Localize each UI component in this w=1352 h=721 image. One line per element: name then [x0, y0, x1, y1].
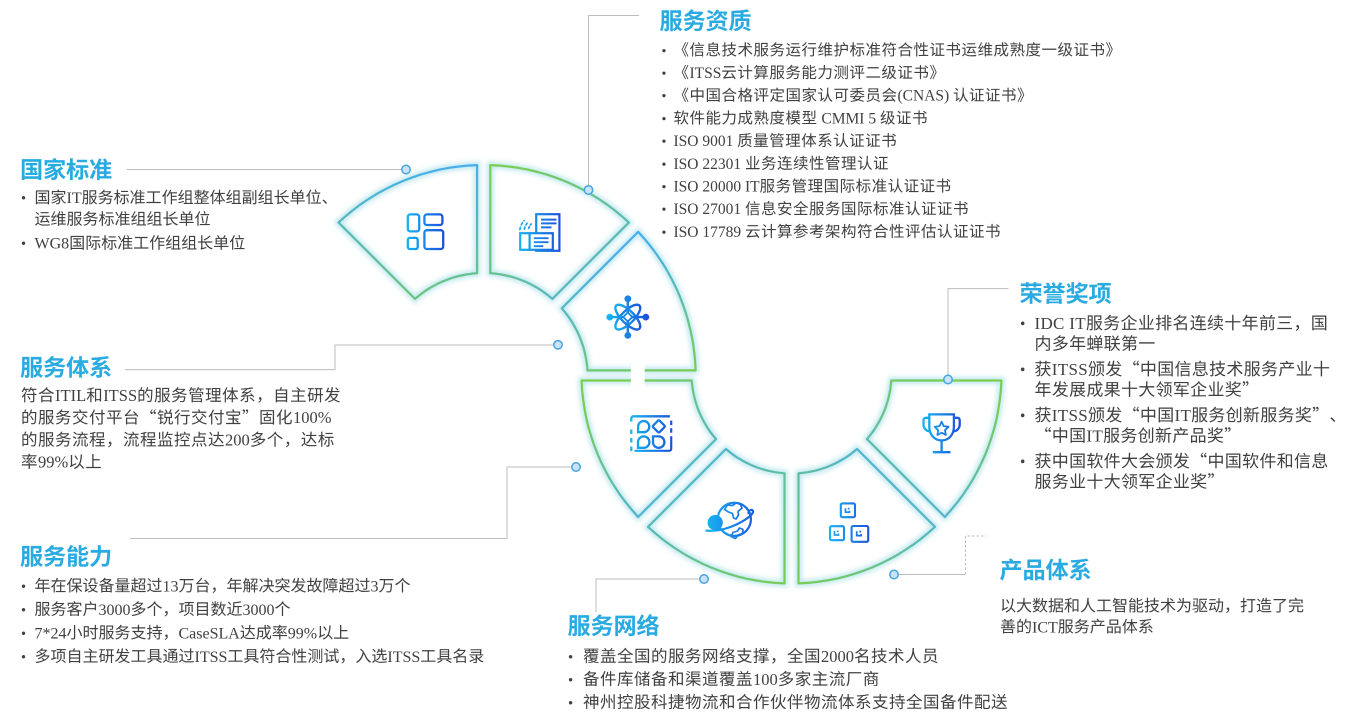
svg-text:IDC IT: IDC IT [1035, 314, 1087, 333]
svg-text:•: • [1020, 316, 1025, 333]
svg-text:7*24: 7*24 [35, 625, 67, 642]
svg-text:•: • [662, 67, 667, 82]
svg-text:99%: 99% [38, 453, 69, 472]
svg-text:ISO 22301: ISO 22301 [674, 156, 745, 173]
svg-text:WG8: WG8 [35, 236, 70, 253]
svg-text:ITSS: ITSS [1052, 406, 1088, 425]
svg-text:•: • [662, 90, 667, 105]
svg-text:100: 100 [753, 670, 778, 689]
svg-text:ISO 27001: ISO 27001 [674, 201, 745, 218]
svg-text:•: • [568, 696, 573, 712]
svg-text:•: • [21, 650, 26, 666]
svg-text:ISO 20000 IT: ISO 20000 IT [674, 178, 761, 195]
svg-text:•: • [662, 158, 667, 173]
svg-text:IT: IT [67, 190, 82, 207]
svg-text:•: • [662, 180, 667, 195]
svg-text:2000: 2000 [821, 647, 854, 666]
svg-text:•: • [662, 44, 667, 59]
svg-text:ITSS: ITSS [387, 649, 420, 666]
svg-text:ICT: ICT [1032, 619, 1058, 636]
svg-text:IT: IT [1086, 427, 1103, 446]
svg-text:ITIL: ITIL [55, 386, 86, 405]
svg-text:•: • [662, 203, 667, 218]
svg-text:3000: 3000 [243, 602, 275, 619]
svg-text:•: • [1020, 454, 1025, 471]
svg-text:•: • [662, 226, 667, 241]
svg-text:CMMI 5: CMMI 5 [818, 110, 880, 127]
svg-text:ITSS: ITSS [690, 65, 722, 82]
svg-text:•: • [21, 191, 26, 207]
svg-text:•: • [21, 626, 26, 642]
svg-text:ITSS: ITSS [1052, 360, 1088, 379]
svg-text:200: 200 [225, 430, 250, 449]
svg-text:•: • [568, 650, 573, 666]
svg-text:IT: IT [1175, 406, 1192, 425]
svg-text:100%: 100% [293, 408, 332, 427]
svg-text:13: 13 [163, 578, 179, 595]
svg-text:•: • [21, 603, 26, 619]
svg-text:3000: 3000 [99, 602, 131, 619]
svg-text:ITSS: ITSS [103, 386, 137, 405]
svg-text:•: • [21, 237, 26, 253]
svg-text:99%: 99% [288, 625, 317, 642]
svg-text:•: • [1020, 362, 1025, 379]
svg-text:ISO 9001: ISO 9001 [674, 133, 738, 150]
svg-text:3: 3 [371, 578, 379, 595]
svg-text:•: • [662, 112, 667, 127]
svg-text:ITSS: ITSS [195, 649, 228, 666]
svg-text:•: • [662, 135, 667, 150]
svg-text:•: • [568, 673, 573, 689]
svg-text:ISO 17789: ISO 17789 [674, 224, 745, 241]
svg-text:•: • [1020, 408, 1025, 425]
svg-text:•: • [21, 579, 26, 595]
svg-text:CaseSLA: CaseSLA [179, 625, 241, 642]
svg-text:(CNAS): (CNAS) [898, 88, 954, 105]
